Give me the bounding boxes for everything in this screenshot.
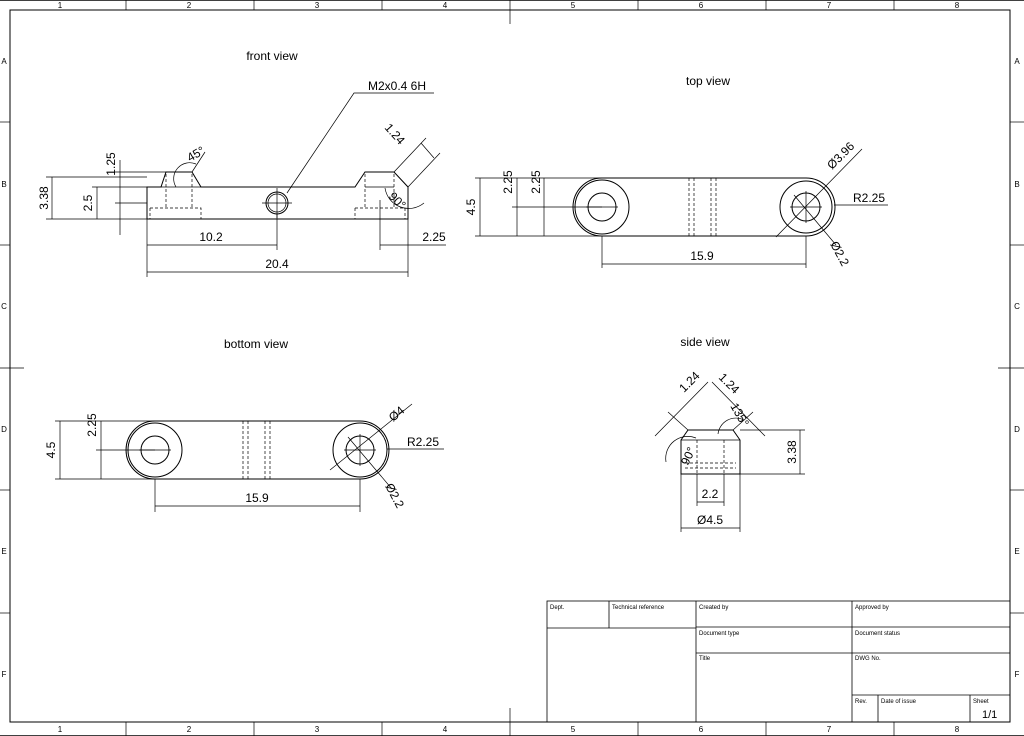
bottom-view-dia-4: Ø4 [386, 403, 408, 424]
grid-col-top-4: 4 [443, 1, 448, 10]
bottom-view-dia-2-2: Ø2.2 [382, 481, 407, 511]
top-view-dia-3-96: Ø3.96 [824, 139, 857, 172]
title-block-dwg-no: DWG No. [855, 656, 881, 662]
side-view-dim-1-24-b: 1.24 [716, 370, 743, 397]
front-view-outline [146, 171, 409, 220]
front-view: front view M2x0.4 6H 45° 1.24 90° 3.38 [37, 49, 446, 277]
grid-col-bottom-5: 5 [571, 725, 576, 734]
grid-row-ticks [0, 121, 1024, 614]
title-block-date-of-issue: Date of issue [881, 699, 917, 705]
grid-col-top-2: 2 [187, 1, 192, 10]
front-view-thread-leader [286, 92, 434, 194]
grid-row-labels: A B C D E F A B C D E F [1, 57, 1020, 679]
top-view-right-boss [779, 180, 833, 234]
bottom-view-right-boss [332, 422, 388, 478]
side-view-hidden [685, 440, 736, 474]
title-block-title: Title [699, 656, 711, 662]
top-view-title: top view [686, 74, 730, 88]
front-view-thread-label: M2x0.4 6H [368, 79, 426, 93]
grid-row-right-e: E [1014, 547, 1019, 556]
bottom-view: bottom view 4.5 2.25 15.9 Ø4 R2.25 Ø2.2 [44, 337, 444, 512]
side-view-title: side view [680, 335, 730, 349]
top-view-radius-2-25: R2.25 [853, 191, 885, 205]
top-view-dia-2-2: Ø2.2 [827, 239, 852, 269]
grid-col-bottom-1: 1 [58, 725, 63, 734]
front-view-dim-10-2: 10.2 [199, 230, 223, 244]
title-block-sheet: Sheet [973, 699, 989, 705]
grid-row-right-a: A [1014, 57, 1020, 66]
grid-row-left-d: D [1, 425, 7, 434]
grid-col-top-1: 1 [58, 1, 63, 10]
title-block: Dept. Technical reference Created by App… [546, 600, 1011, 723]
grid-col-top-3: 3 [315, 1, 320, 10]
front-view-dim-3-38: 3.38 [37, 186, 51, 210]
title-block-rev: Rev. [855, 699, 867, 705]
grid-row-left-c: C [1, 302, 7, 311]
side-view-dia-4-5: Ø4.5 [697, 513, 723, 527]
side-view: side view 1.24 1.24 135° 90° 3.38 2.2 Ø [654, 335, 805, 532]
front-view-chamfer-1-24: 1.24 [382, 121, 408, 148]
grid-row-right-f: F [1015, 670, 1020, 679]
top-view-dim-2-25-a: 2.25 [501, 170, 515, 194]
grid-column-labels: 1 2 3 4 5 6 7 8 1 2 3 4 5 6 7 8 [58, 1, 960, 734]
grid-row-left-e: E [1, 547, 6, 556]
grid-col-bottom-2: 2 [187, 725, 192, 734]
top-view-dim-4-5: 4.5 [464, 198, 478, 215]
grid-row-right-d: D [1014, 425, 1020, 434]
bottom-view-dim-15-9: 15.9 [245, 491, 269, 505]
bottom-view-dim-2-25: 2.25 [85, 413, 99, 437]
grid-col-bottom-8: 8 [955, 725, 960, 734]
title-block-created-by: Created by [699, 605, 728, 611]
side-view-dim-3-38: 3.38 [785, 440, 799, 464]
grid-col-bottom-7: 7 [827, 725, 832, 734]
title-block-approved-by: Approved by [855, 605, 889, 611]
grid-row-right-c: C [1014, 302, 1020, 311]
front-view-dim-20-4: 20.4 [265, 257, 289, 271]
top-view-dim-2-25-b: 2.25 [529, 170, 543, 194]
grid-col-top-5: 5 [571, 1, 576, 10]
front-view-dim-1-25: 1.25 [104, 152, 118, 176]
front-view-title: front view [246, 49, 298, 63]
front-view-angle-45: 45° [185, 143, 208, 164]
title-block-document-type: Document type [699, 631, 740, 637]
top-view-dim-15-9: 15.9 [690, 249, 714, 263]
title-block-document-status: Document status [855, 631, 900, 637]
title-block-dept: Dept. [550, 605, 565, 611]
side-view-dim-2-2: 2.2 [702, 487, 719, 501]
grid-column-ticks [125, 0, 895, 736]
grid-row-right-b: B [1014, 180, 1019, 189]
bottom-view-hidden-center [242, 421, 271, 479]
bottom-view-dim-4-5: 4.5 [44, 441, 58, 458]
grid-row-left-b: B [1, 180, 6, 189]
front-view-hidden-left [149, 174, 202, 219]
title-block-sheet-value: 1/1 [982, 709, 997, 721]
top-view-hidden-center [688, 178, 717, 236]
grid-row-left-f: F [2, 670, 7, 679]
top-view: top view 4.5 2.25 2.25 15.9 Ø3.96 [464, 74, 888, 269]
title-block-technical-reference: Technical reference [612, 605, 665, 611]
front-view-dim-2-25: 2.25 [422, 230, 446, 244]
grid-col-bottom-6: 6 [699, 725, 704, 734]
bottom-view-title: bottom view [224, 337, 288, 351]
side-view-angle-135: 135° [727, 401, 752, 430]
grid-row-left-a: A [1, 57, 7, 66]
front-view-dim-2-5: 2.5 [81, 194, 95, 211]
grid-col-bottom-4: 4 [443, 725, 448, 734]
grid-col-bottom-3: 3 [315, 725, 320, 734]
grid-col-top-8: 8 [955, 1, 960, 10]
grid-col-top-7: 7 [827, 1, 832, 10]
grid-col-top-6: 6 [699, 1, 704, 10]
bottom-view-radius-2-25: R2.25 [407, 435, 439, 449]
